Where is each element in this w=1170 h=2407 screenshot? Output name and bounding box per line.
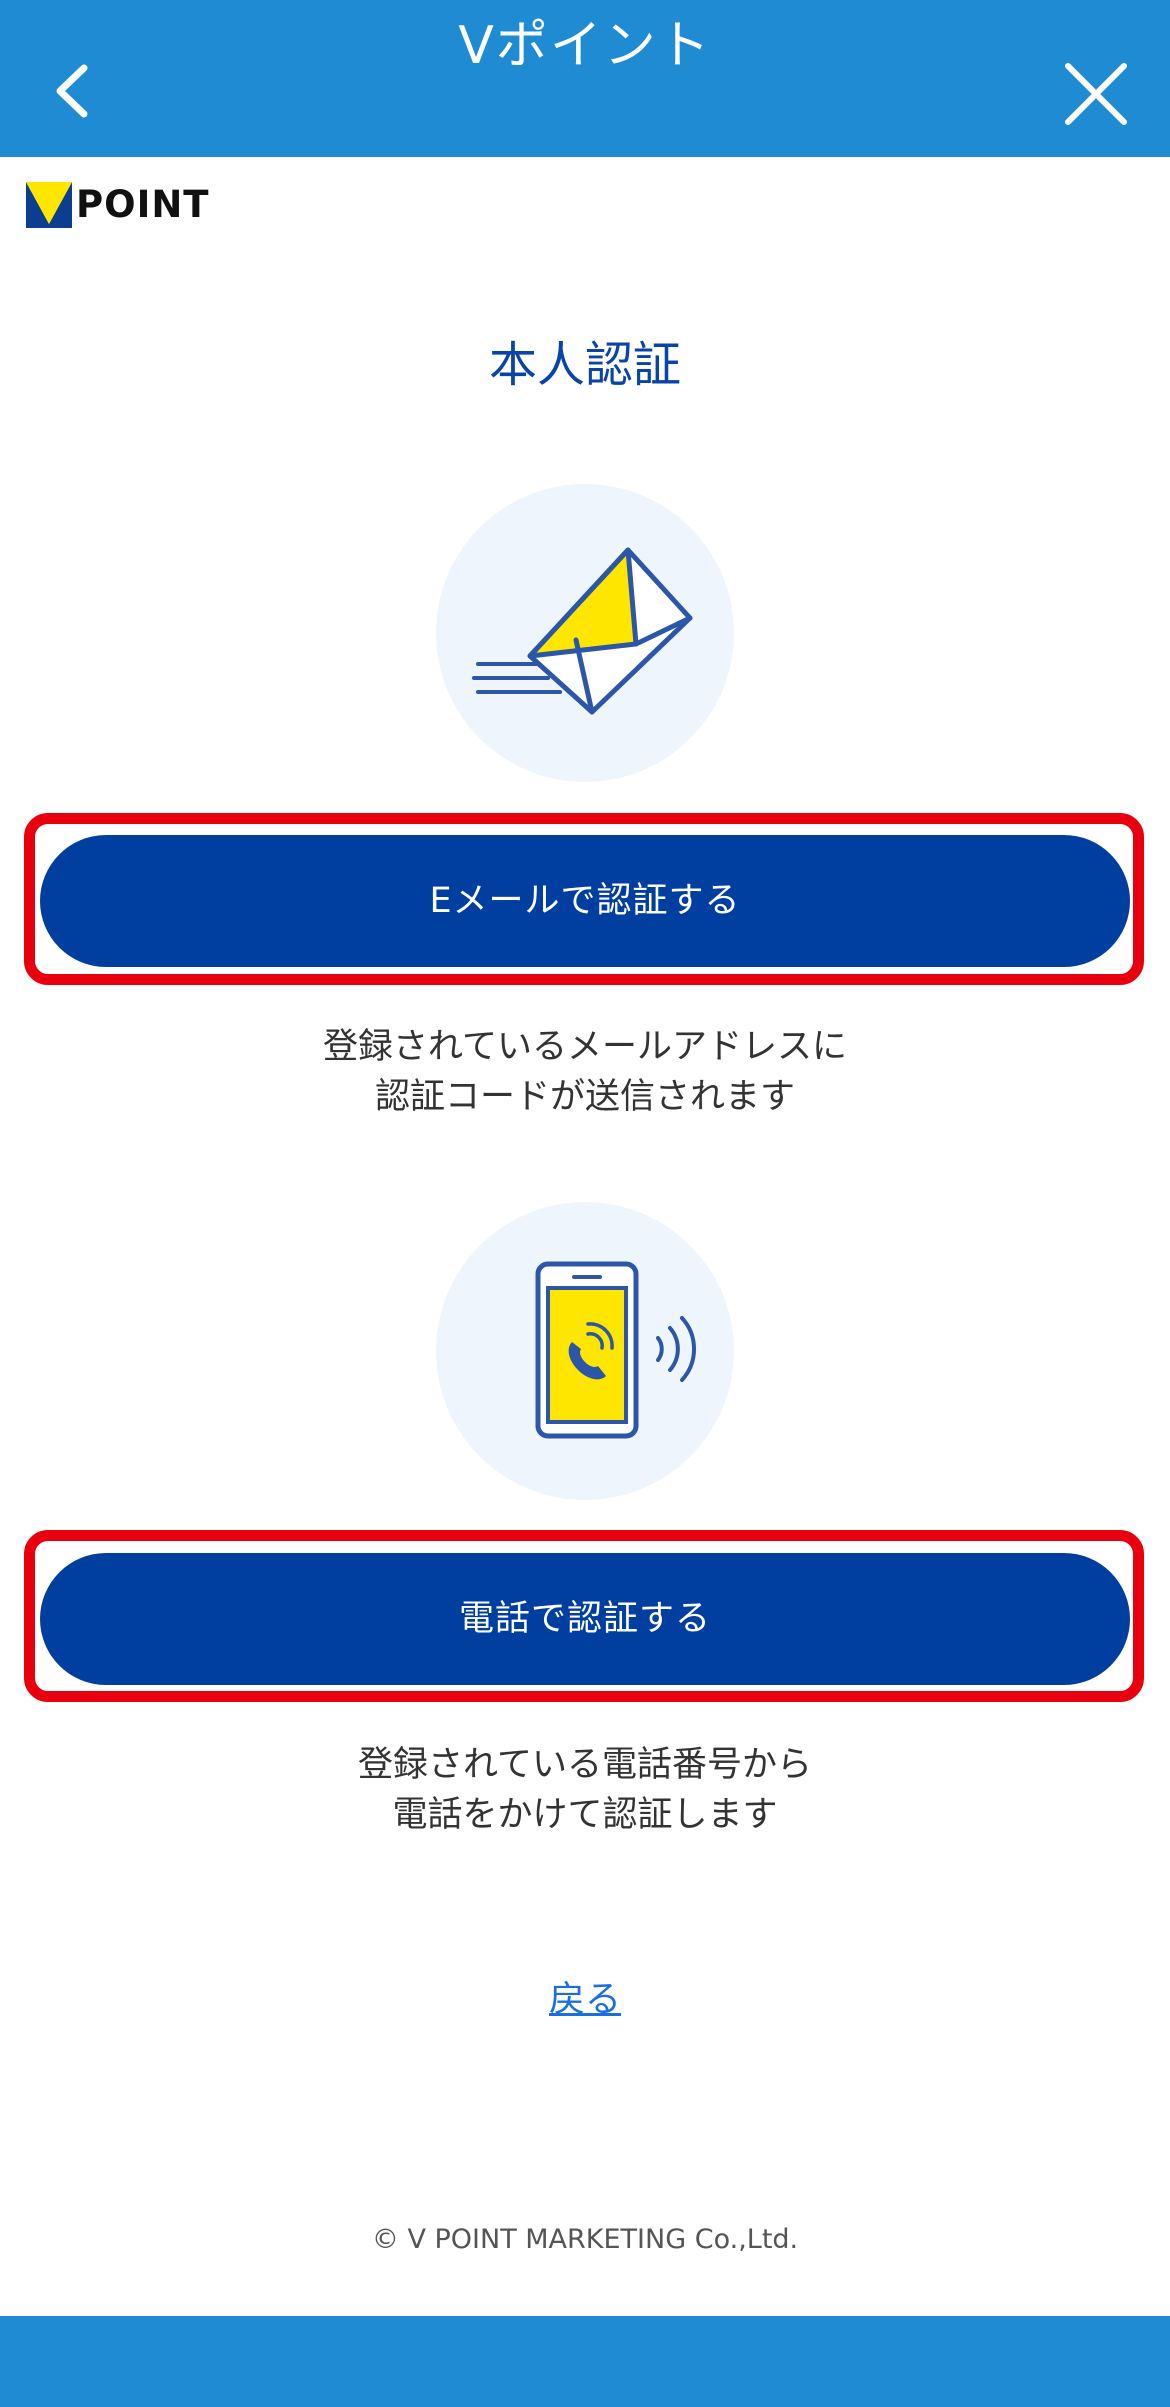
back-link-container: 戻る xyxy=(0,1970,1170,2030)
v-logo-icon xyxy=(26,182,72,228)
phone-auth-highlight xyxy=(24,1530,1144,1702)
bottom-bar xyxy=(0,2316,1170,2407)
page-title: 本人認証 xyxy=(488,337,681,393)
close-button[interactable] xyxy=(1058,56,1134,132)
phone-auth-description-line2: 電話をかけて認証します xyxy=(392,1795,778,1835)
phone-illustration xyxy=(436,1202,734,1500)
phone-call-icon xyxy=(535,1261,696,1439)
close-icon xyxy=(1065,63,1127,125)
chevron-left-icon xyxy=(56,64,88,118)
email-illustration xyxy=(436,484,734,782)
email-auth-description: 登録されているメールアドレスに 認証コードが送信されます xyxy=(0,1022,1170,1122)
phone-auth-description: 登録されている電話番号から 電話をかけて認証します xyxy=(0,1740,1170,1840)
back-link[interactable]: 戻る xyxy=(548,1979,621,2020)
header-title: Vポイント xyxy=(458,16,712,76)
logo-text: POINT xyxy=(76,183,210,226)
app-header: Vポイント xyxy=(0,0,1170,157)
phone-auth-button[interactable]: 電話で認証する xyxy=(40,1553,1130,1685)
email-auth-description-line1: 登録されているメールアドレスに xyxy=(323,1027,847,1067)
envelope-icon xyxy=(472,547,693,715)
email-auth-description-line2: 認証コードが送信されます xyxy=(374,1077,795,1117)
phone-auth-description-line1: 登録されている電話番号から xyxy=(358,1745,812,1785)
v-point-logo: POINT xyxy=(26,182,209,228)
email-auth-button[interactable]: Eメールで認証する xyxy=(40,835,1130,967)
copyright: © V POINT MARKETING Co.,Ltd. xyxy=(371,2224,799,2255)
back-button[interactable] xyxy=(36,46,108,136)
email-auth-highlight xyxy=(24,813,1144,985)
